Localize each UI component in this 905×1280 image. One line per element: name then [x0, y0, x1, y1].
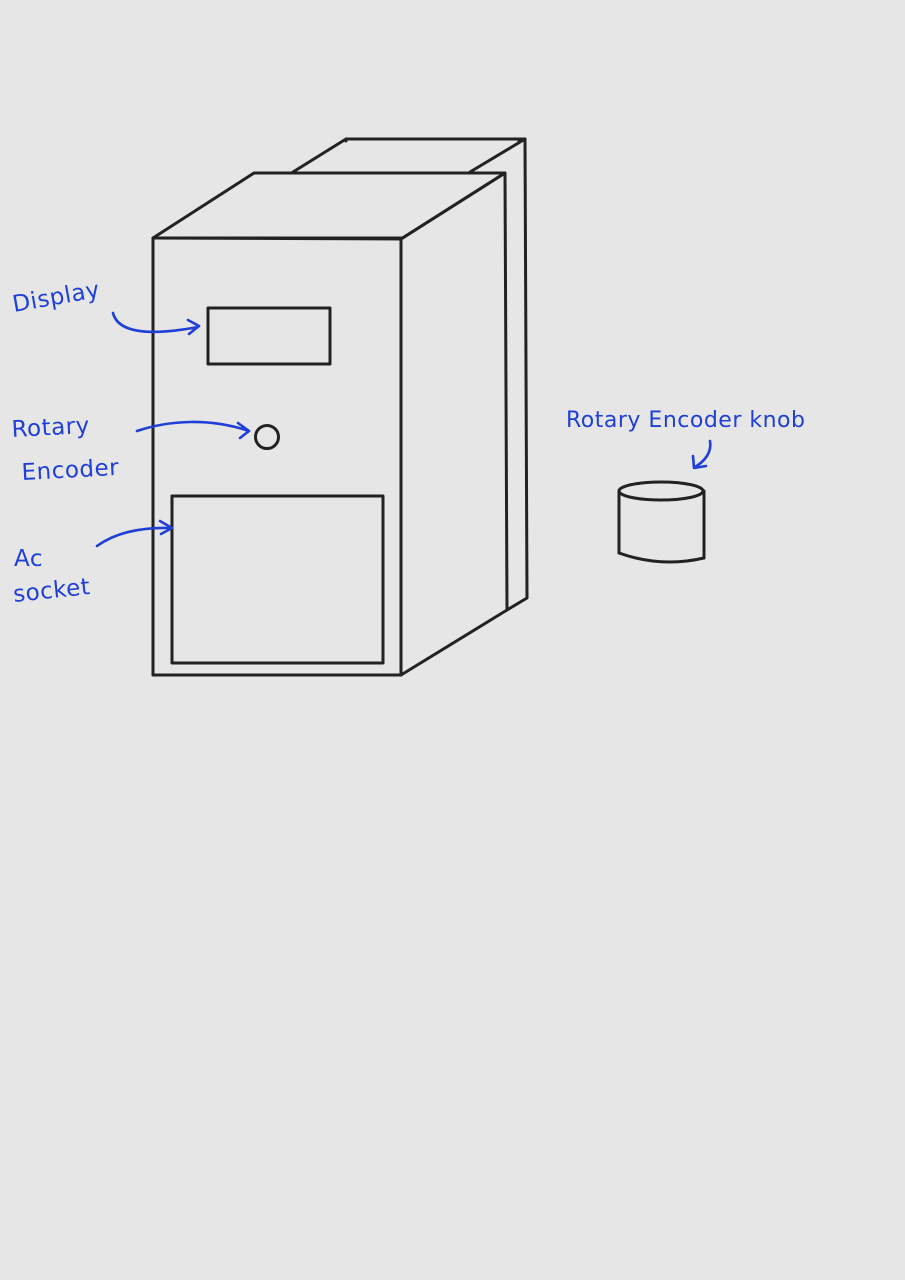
rotary-encoder-label-line1: Rotary — [11, 413, 90, 443]
display-label: Display — [11, 277, 102, 318]
knob-arrow — [693, 439, 712, 469]
rotary-encoder-hole — [254, 424, 280, 450]
knob-cylinder — [617, 480, 706, 564]
rotary-encoder-arrow — [135, 420, 251, 433]
ac-socket-arrow — [95, 526, 173, 548]
rotary-encoder-label-line2: Encoder — [21, 455, 120, 486]
ac-socket-opening — [170, 494, 385, 665]
display-window — [206, 306, 332, 366]
annotations: Display Rotary Encoder Ac socket Rotary … — [11, 277, 805, 608]
knob-label: Rotary Encoder knob — [566, 408, 805, 433]
enclosure-side-face — [399, 171, 509, 677]
ac-socket-label-line2: socket — [12, 574, 92, 608]
enclosure-box — [151, 171, 509, 677]
back-panel — [291, 137, 529, 612]
ac-socket-label-line1: Ac — [14, 546, 43, 572]
display-arrow — [111, 311, 200, 334]
enclosure-front-face — [151, 236, 403, 677]
